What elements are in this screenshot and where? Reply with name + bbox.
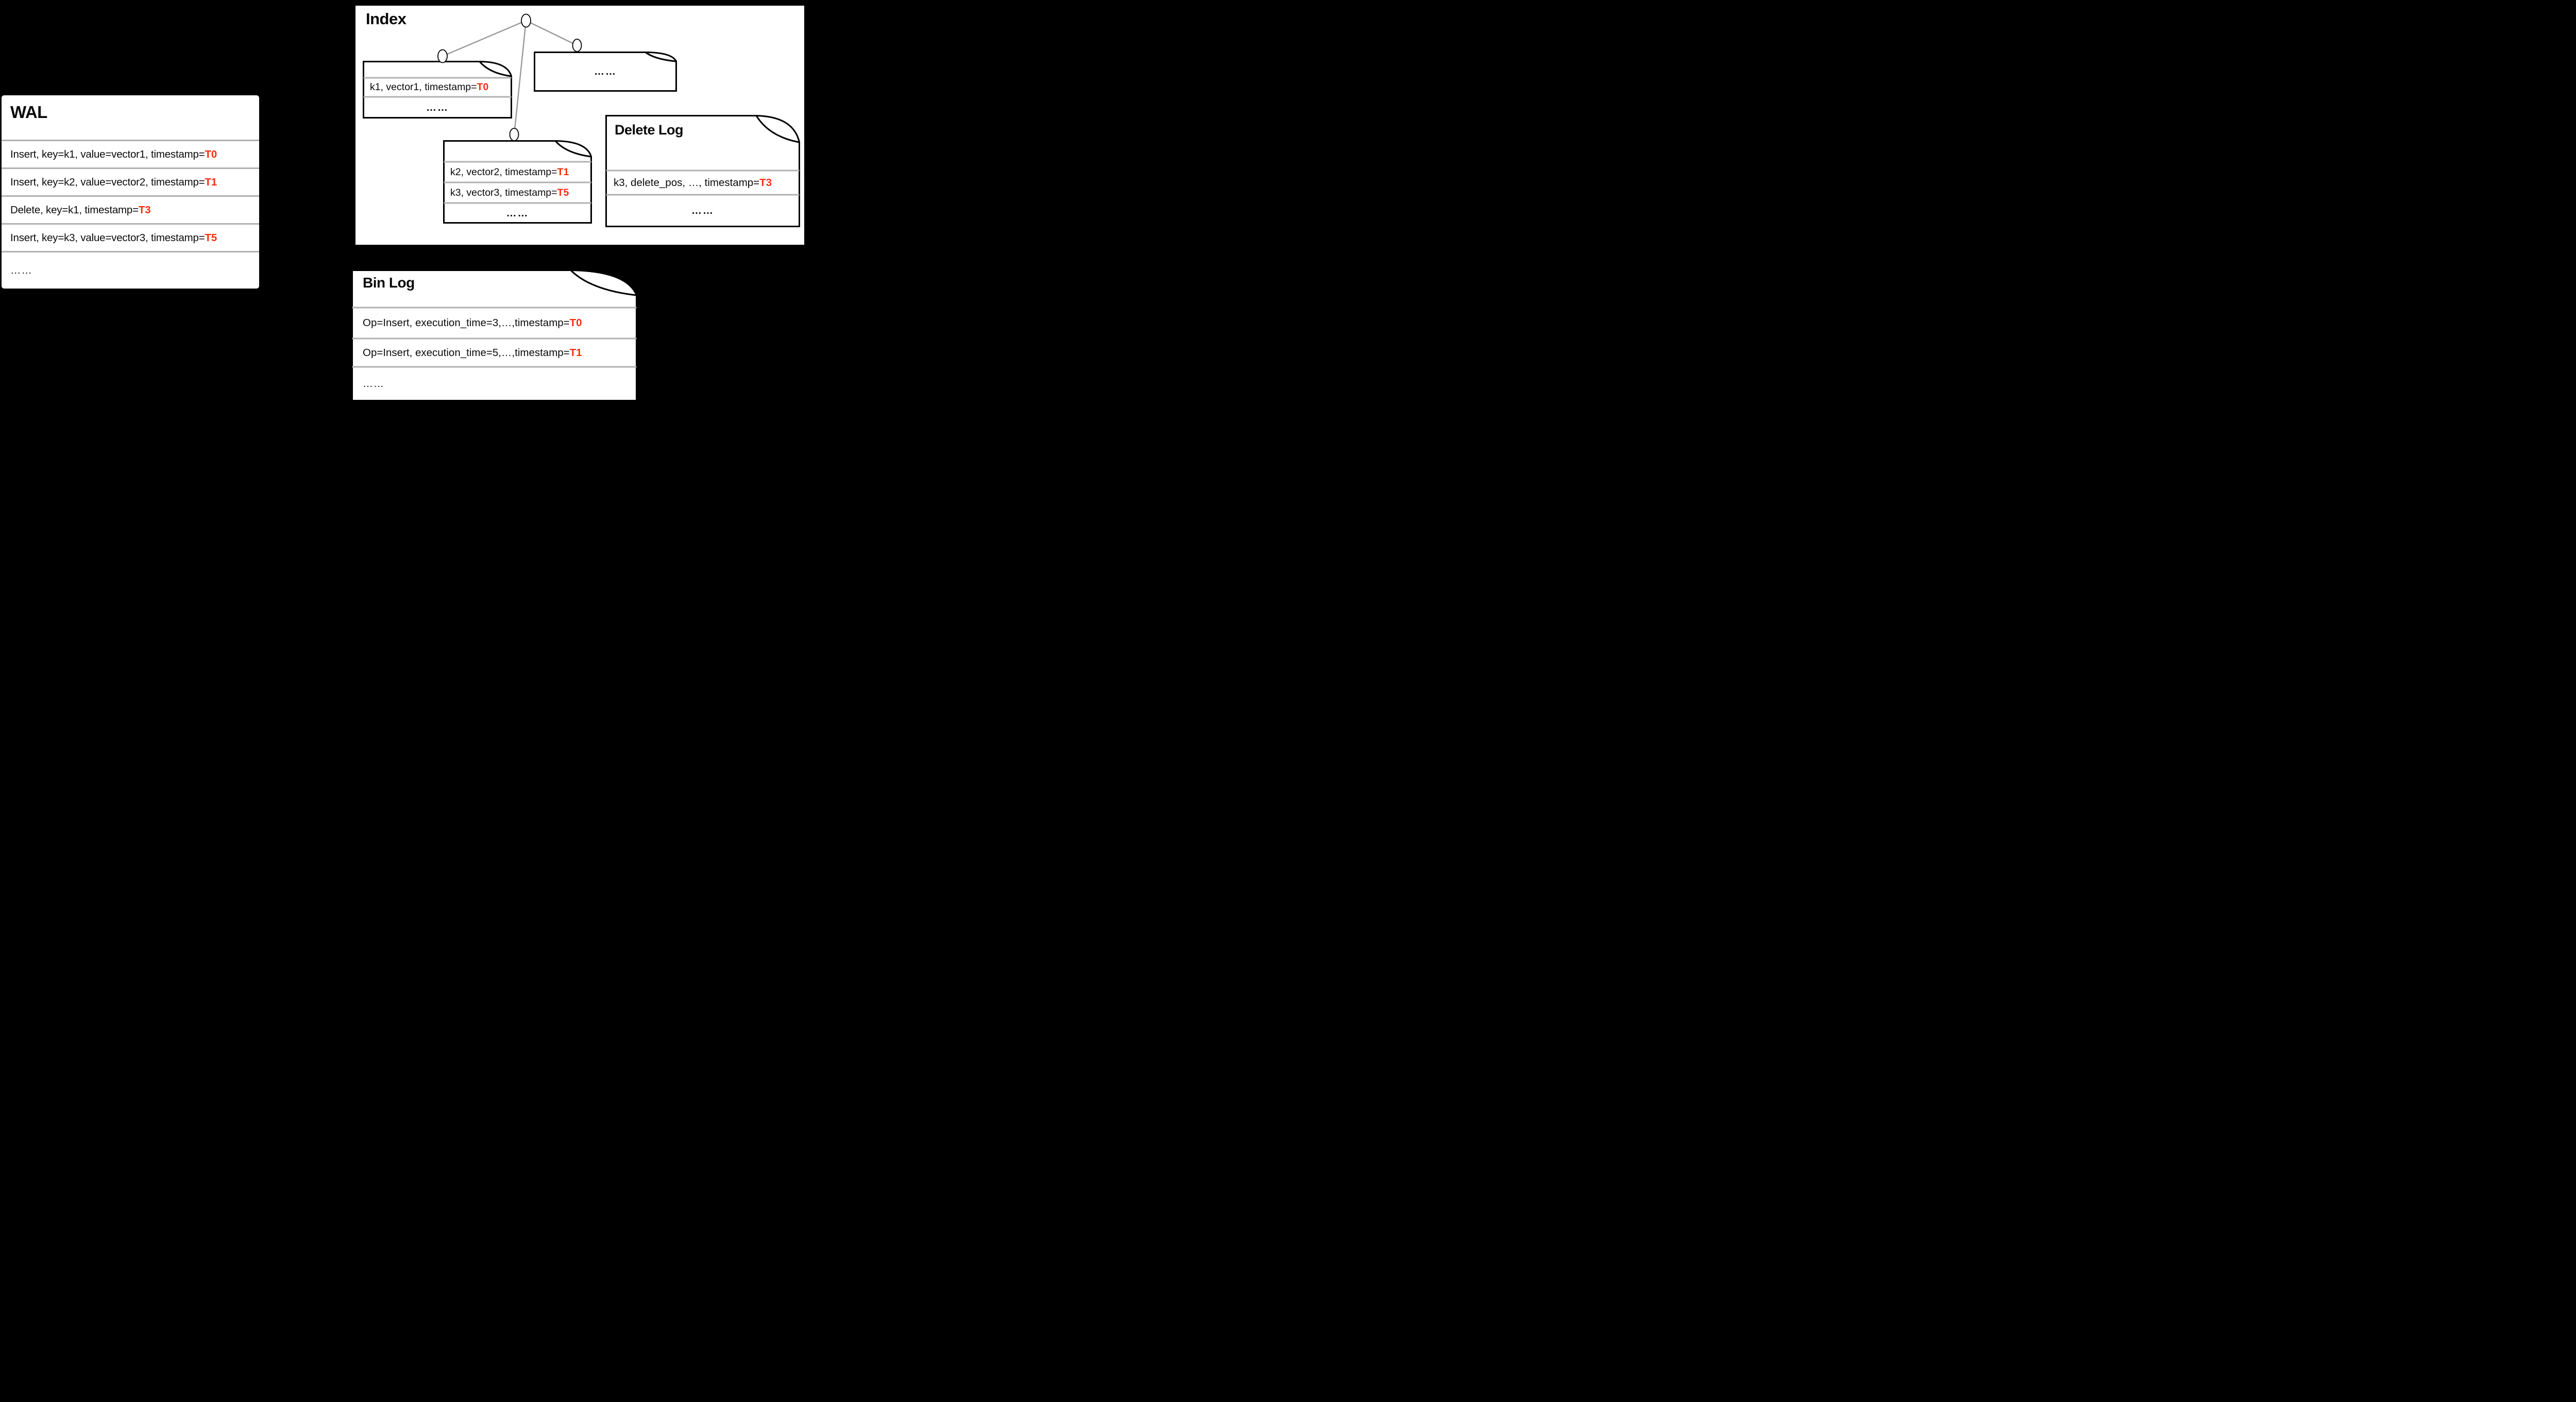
wal-row-text: Delete, key=k1, timestamp= [10, 204, 139, 216]
segment-row-k1: k1, vector1, timestamp=T0 [363, 78, 512, 97]
page-fold-icon [643, 52, 677, 62]
document-outline [534, 52, 677, 92]
segment-row-text: k1, vector1, timestamp= [370, 81, 477, 93]
index-segment-doc-2: …… [534, 52, 677, 92]
timestamp-value: T0 [477, 81, 489, 93]
ellipsis-text: …… [10, 264, 32, 276]
tree-edge-right [526, 20, 578, 46]
bin-log-row-1: Op=Insert, execution_time=3,…,timestamp=… [351, 308, 637, 339]
page-fold-icon [755, 115, 800, 143]
ellipsis-text: …… [363, 378, 384, 390]
timestamp-value: T0 [205, 148, 217, 160]
delete-log-title: Delete Log [615, 122, 684, 138]
timestamp-value: T0 [569, 317, 582, 329]
ellipsis-text: …… [426, 102, 449, 113]
timestamp-value: T5 [557, 187, 569, 198]
bin-log-row-2: Op=Insert, execution_time=5,…,timestamp=… [351, 339, 637, 367]
segment-row-text: k2, vector2, timestamp= [450, 166, 557, 178]
segment-row-ellipsis: …… [363, 97, 512, 119]
delete-log-doc: Delete Log k3, delete_pos, …, timestamp=… [605, 115, 800, 227]
bin-log-row-text: Op=Insert, execution_time=3,…,timestamp= [363, 317, 570, 329]
segment-row-text: k3, vector3, timestamp= [450, 187, 557, 198]
delete-log-row-ellipsis: …… [605, 195, 800, 227]
wal-row-text: Insert, key=k3, value=vector3, timestamp… [10, 231, 205, 244]
index-title: Index [366, 10, 406, 28]
wal-row-insert-k1: Insert, key=k1, value=vector1, timestamp… [2, 140, 259, 167]
segment-row-ellipsis: …… [534, 52, 677, 92]
wal-row-text: Insert, key=k2, value=vector2, timestamp… [10, 176, 205, 188]
wal-row-insert-k3: Insert, key=k3, value=vector3, timestamp… [2, 223, 259, 251]
timestamp-value: T1 [569, 346, 582, 359]
architecture-diagram: WAL Insert, key=k1, value=vector1, times… [0, 0, 808, 402]
page-fold-icon [569, 269, 637, 296]
wal-row-insert-k2: Insert, key=k2, value=vector2, timestamp… [2, 167, 259, 195]
tree-node-middle-icon [509, 128, 519, 141]
timestamp-value: T3 [759, 176, 772, 189]
document-outline [443, 140, 592, 224]
page-fold-icon [553, 140, 592, 158]
bin-log-doc: Bin Log Op=Insert, execution_time=3,…,ti… [351, 269, 637, 401]
tree-edge-left [442, 20, 527, 57]
timestamp-value: T1 [557, 166, 569, 178]
ellipsis-text: …… [506, 207, 529, 219]
timestamp-value: T1 [205, 176, 217, 188]
tree-node-right-icon [572, 39, 582, 52]
bin-log-row-text: Op=Insert, execution_time=5,…,timestamp= [363, 346, 570, 359]
wal-row-text: Insert, key=k1, value=vector1, timestamp… [10, 148, 205, 160]
delete-log-row-k3: k3, delete_pos, …, timestamp=T3 [605, 171, 800, 195]
index-segment-doc-3: k2, vector2, timestamp=T1 k3, vector3, t… [443, 140, 592, 224]
timestamp-value: T5 [205, 231, 217, 244]
document-outline [351, 269, 637, 401]
segment-row-ellipsis: …… [443, 203, 592, 224]
index-panel: Index k1, vector1, timestamp=T0 …… [354, 4, 806, 246]
segment-row-k3: k3, vector3, timestamp=T5 [443, 182, 592, 203]
document-outline [605, 115, 800, 227]
timestamp-value: T3 [138, 204, 151, 216]
index-segment-doc-1: k1, vector1, timestamp=T0 …… [363, 61, 512, 119]
tree-root-node-icon [521, 13, 531, 28]
bin-log-row-ellipsis: …… [351, 367, 637, 401]
page-fold-icon [478, 61, 512, 77]
wal-row-delete-k1: Delete, key=k1, timestamp=T3 [2, 195, 259, 223]
ellipsis-text: …… [691, 205, 714, 216]
wal-title: WAL [10, 103, 47, 122]
ellipsis-text: …… [594, 65, 617, 77]
delete-log-row-text: k3, delete_pos, …, timestamp= [614, 176, 760, 189]
wal-row-ellipsis: …… [2, 251, 259, 289]
wal-panel: WAL Insert, key=k1, value=vector1, times… [2, 95, 259, 289]
bin-log-title: Bin Log [363, 275, 415, 291]
tree-edge-middle [513, 20, 527, 135]
segment-row-k2: k2, vector2, timestamp=T1 [443, 162, 592, 182]
document-outline [363, 61, 512, 119]
